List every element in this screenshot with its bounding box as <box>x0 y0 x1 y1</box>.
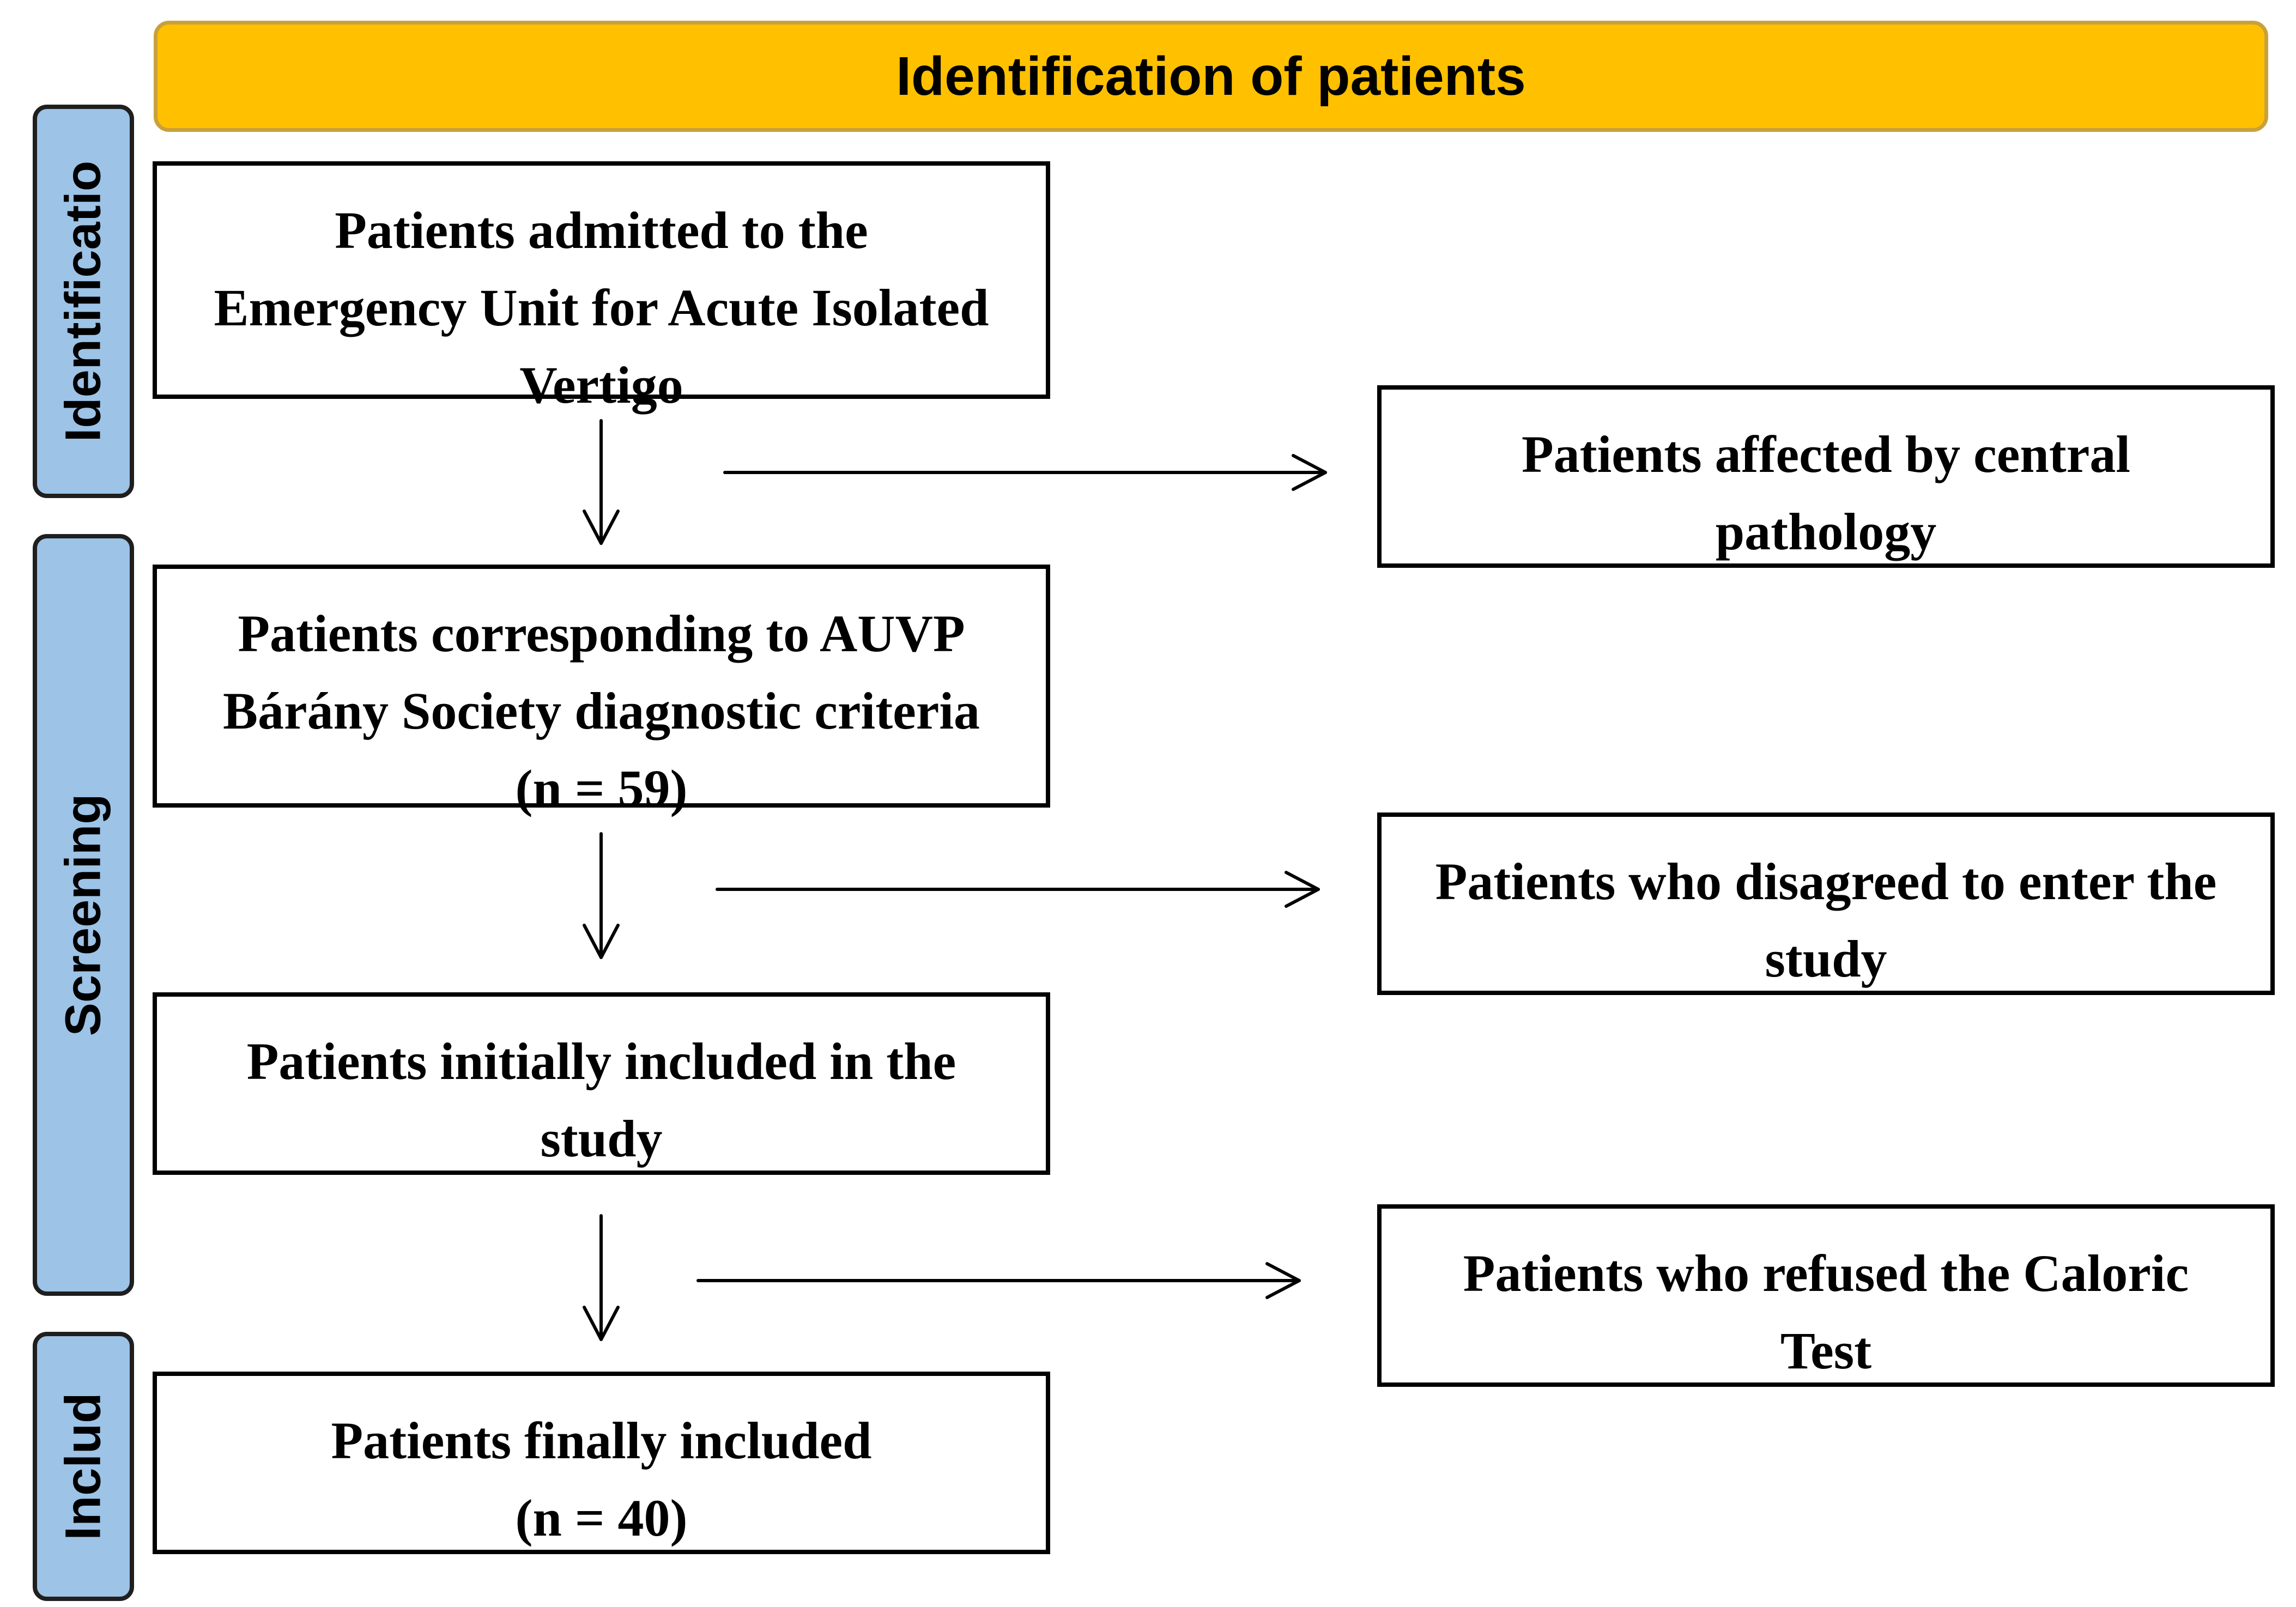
box-admitted-line-3: Vertigo <box>519 356 683 414</box>
arrow-down-2 <box>583 832 620 959</box>
box-refused-caloric: Patients who refused the Caloric Test <box>1377 1204 2275 1387</box>
arrow-down-3 <box>583 1214 620 1341</box>
phase-identification: Identificatio <box>33 105 134 498</box>
phase-screening: Screening <box>33 534 134 1296</box>
box-auvp-line-1: Patients corresponding to AUVP <box>238 604 965 663</box>
box-refused-caloric-line-2: Test <box>1780 1321 1872 1380</box>
box-auvp-line-3: (n = 59) <box>515 759 688 817</box>
box-finally-included: Patients finally included (n = 40) <box>153 1372 1050 1554</box>
box-central-pathology-line-2: pathology <box>1715 502 1937 561</box>
box-disagreed: Patients who disagreed to enter the stud… <box>1377 812 2275 995</box>
box-admitted: Patients admitted to the Emergency Unit … <box>153 161 1050 414</box>
phase-included: Includ <box>33 1332 134 1601</box>
box-admitted-line-1: Patients admitted to the <box>335 201 868 259</box>
arrow-down-1 <box>583 419 620 545</box>
box-initially-included: Patients initially included in the study <box>153 992 1050 1175</box>
box-refused-caloric-line-1: Patients who refused the Caloric <box>1463 1244 2189 1302</box>
box-initially-included-line-2: study <box>540 1109 663 1168</box>
box-disagreed-line-1: Patients who disagreed to enter the <box>1435 852 2217 911</box>
arrow-right-2 <box>716 871 1320 908</box>
arrow-right-3 <box>696 1262 1301 1299</box>
box-finally-included-line-1: Patients finally included <box>331 1411 872 1470</box>
identification-header: Identification of patients <box>154 21 2268 132</box>
box-central-pathology-line-1: Patients affected by central <box>1522 425 2130 483</box>
box-finally-included-line-2: (n = 40) <box>515 1489 688 1547</box>
box-admitted-line-2: Emergency Unit for Acute Isolated <box>214 278 989 337</box>
arrow-right-1 <box>723 454 1327 491</box>
box-auvp-line-2: Bárány Society diagnostic criteria <box>222 682 980 740</box>
box-central-pathology: Patients affected by central pathology <box>1377 385 2275 568</box>
header-title: Identification of patients <box>896 45 1526 107</box>
box-auvp-criteria: Patients corresponding to AUVP Bárány So… <box>153 565 1050 817</box>
box-disagreed-line-2: study <box>1765 930 1887 988</box>
box-initially-included-line-1: Patients initially included in the <box>246 1032 956 1090</box>
